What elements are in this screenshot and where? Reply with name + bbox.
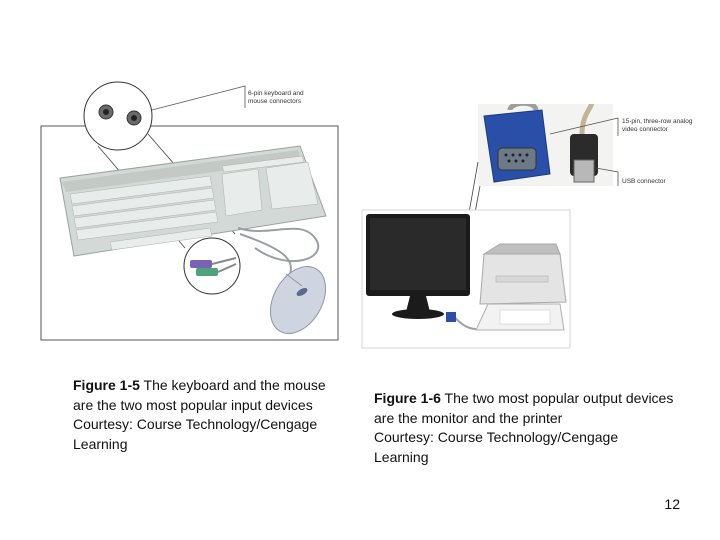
figure-1-6-courtesy: Courtesy: Course Technology/Cengage Lear… (374, 429, 619, 465)
ps2-purple-plug (190, 260, 212, 268)
vga-connector (483, 109, 551, 183)
figure-1-5-label: Figure 1-5 (73, 377, 140, 393)
keyboard-keys (69, 155, 319, 251)
figure-1-5-text: The keyboard and the mouse are the two m… (73, 377, 326, 413)
figure-1-6-caption: Figure 1-6 The two most popular output d… (374, 389, 674, 467)
figure-monitor-printer: 15-pin, three-row analog video connector… (360, 104, 705, 350)
usb-connector-callout: USB connector (622, 178, 666, 185)
connector-zoom-circle (83, 81, 153, 151)
page-number: 12 (664, 496, 680, 512)
keyboard-mouse-illustration (40, 81, 339, 341)
figure-1-5-courtesy: Courtesy: Course Technology/Cengage Lear… (73, 416, 318, 452)
ps2-green-plug (196, 268, 218, 276)
figure-1-6-text: The two most popular output devices are … (374, 390, 674, 426)
figure-1-6-label: Figure 1-6 (374, 390, 441, 406)
monitor-printer-illustration (361, 104, 619, 349)
vga-connector-callout: 15-pin, three-row analog video connector (622, 118, 693, 133)
keyboard-connector-callout: 6-pin keyboard and mouse connectors (248, 90, 304, 105)
mouse (270, 266, 326, 334)
figure-1-5-caption: Figure 1-5 The keyboard and the mouse ar… (73, 376, 335, 454)
figure-keyboard-mouse: 6-pin keyboard and mouse connectors (40, 78, 340, 342)
